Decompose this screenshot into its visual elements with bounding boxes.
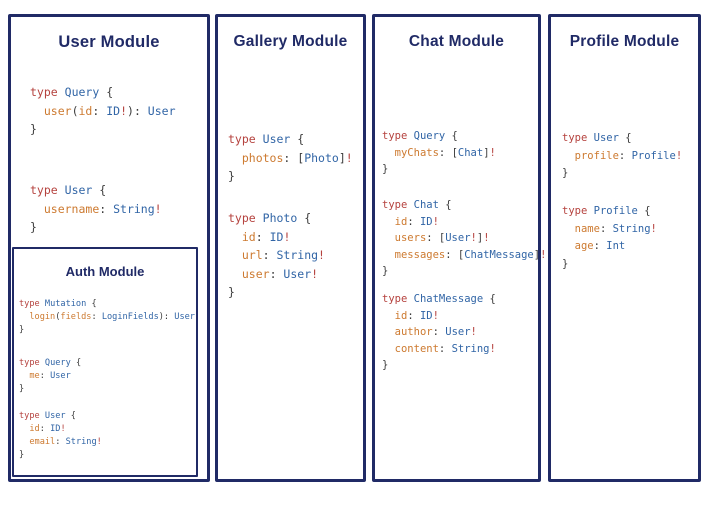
gallery-photo-code-block: type Photo { id: ID! url: String! user: … <box>228 211 325 299</box>
gallery-user-code-block: type User { photos: [Photo]!} <box>228 132 353 183</box>
profile-type-code-block: type Profile { name: String! age: Int} <box>562 205 657 270</box>
panel-chat-module: Chat Module type Query { myChats: [Chat]… <box>372 14 546 482</box>
user-query-code-block: type Query { user(id: ID!): User} <box>30 85 176 136</box>
profile-user-code-block: type User { profile: Profile!} <box>562 132 683 179</box>
profile-module-title: Profile Module <box>569 33 680 50</box>
panel-auth-module: Auth Module type Mutation { login(fields… <box>12 247 198 477</box>
auth-user-code-block: type User { id: ID! email: String!} <box>19 411 102 460</box>
chat-type-code-block: type Chat { id: ID! users: [User!]! mess… <box>382 199 547 277</box>
auth-module-title: Auth Module <box>65 264 145 279</box>
panel-gallery-module: Gallery Module type User { photos: [Phot… <box>215 14 366 482</box>
user-module-title: User Module <box>58 33 160 51</box>
user-type-code-block: type User { username: String!} <box>30 183 162 234</box>
chat-query-code-block: type Query { myChats: [Chat]!} <box>382 130 496 175</box>
auth-query-code-block: type Query { me: User} <box>19 358 82 394</box>
chat-message-code-block: type ChatMessage { id: ID! author: User!… <box>382 293 496 371</box>
panel-profile-module: Profile Module type User { profile: Prof… <box>548 14 701 482</box>
chat-module-title: Chat Module <box>408 33 505 50</box>
panel-user-module: User Module type Query { user(id: ID!): … <box>8 14 210 482</box>
auth-mutation-code-block: type Mutation { login(fields: LoginField… <box>19 299 195 335</box>
gallery-module-title: Gallery Module <box>233 33 348 50</box>
